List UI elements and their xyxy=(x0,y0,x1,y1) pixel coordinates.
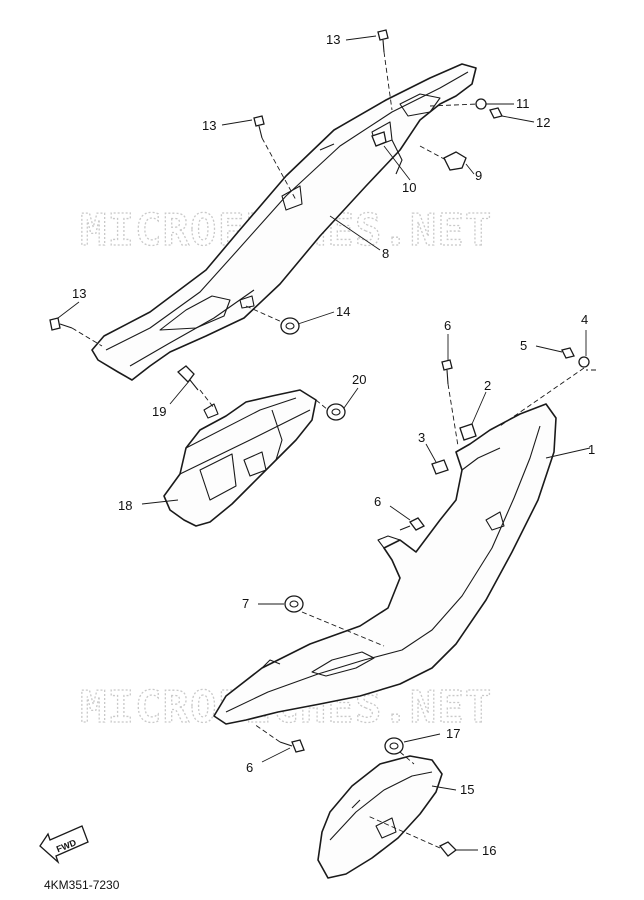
callout-3: 3 xyxy=(418,430,425,445)
callout-20: 20 xyxy=(352,372,366,387)
callout-15: 15 xyxy=(460,782,474,797)
callout-6-bottom: 6 xyxy=(246,760,253,775)
callout-19: 19 xyxy=(152,404,166,419)
callout-1: 1 xyxy=(588,442,595,457)
callout-13-top: 13 xyxy=(326,32,340,47)
leader-lines xyxy=(57,35,591,851)
callout-5: 5 xyxy=(520,338,527,353)
callout-10: 10 xyxy=(402,180,416,195)
hardware xyxy=(49,29,590,857)
callout-13-left: 13 xyxy=(72,286,86,301)
part-15-lower-cover xyxy=(317,755,443,879)
part-1-side-cover xyxy=(213,403,557,725)
callout-16: 16 xyxy=(482,843,496,858)
callout-6-mid: 6 xyxy=(374,494,381,509)
part-18-bracket xyxy=(163,389,317,527)
callout-13-mid: 13 xyxy=(202,118,216,133)
callout-8: 8 xyxy=(382,246,389,261)
callout-2: 2 xyxy=(484,378,491,393)
callout-17: 17 xyxy=(446,726,460,741)
fwd-arrow-icon: FWD xyxy=(39,825,89,865)
callout-4: 4 xyxy=(581,312,588,327)
callout-12: 12 xyxy=(536,115,550,130)
callout-9: 9 xyxy=(475,168,482,183)
callout-14: 14 xyxy=(336,304,350,319)
callout-7: 7 xyxy=(242,596,249,611)
callout-11: 11 xyxy=(516,96,530,111)
callout-18: 18 xyxy=(118,498,132,513)
assembly-lines xyxy=(71,51,596,849)
diagram-code: 4KM351-7230 xyxy=(44,878,120,892)
callout-6-top: 6 xyxy=(444,318,451,333)
callout-numbers: 13 13 13 11 12 9 10 8 14 19 20 18 6 2 3 … xyxy=(72,32,595,858)
